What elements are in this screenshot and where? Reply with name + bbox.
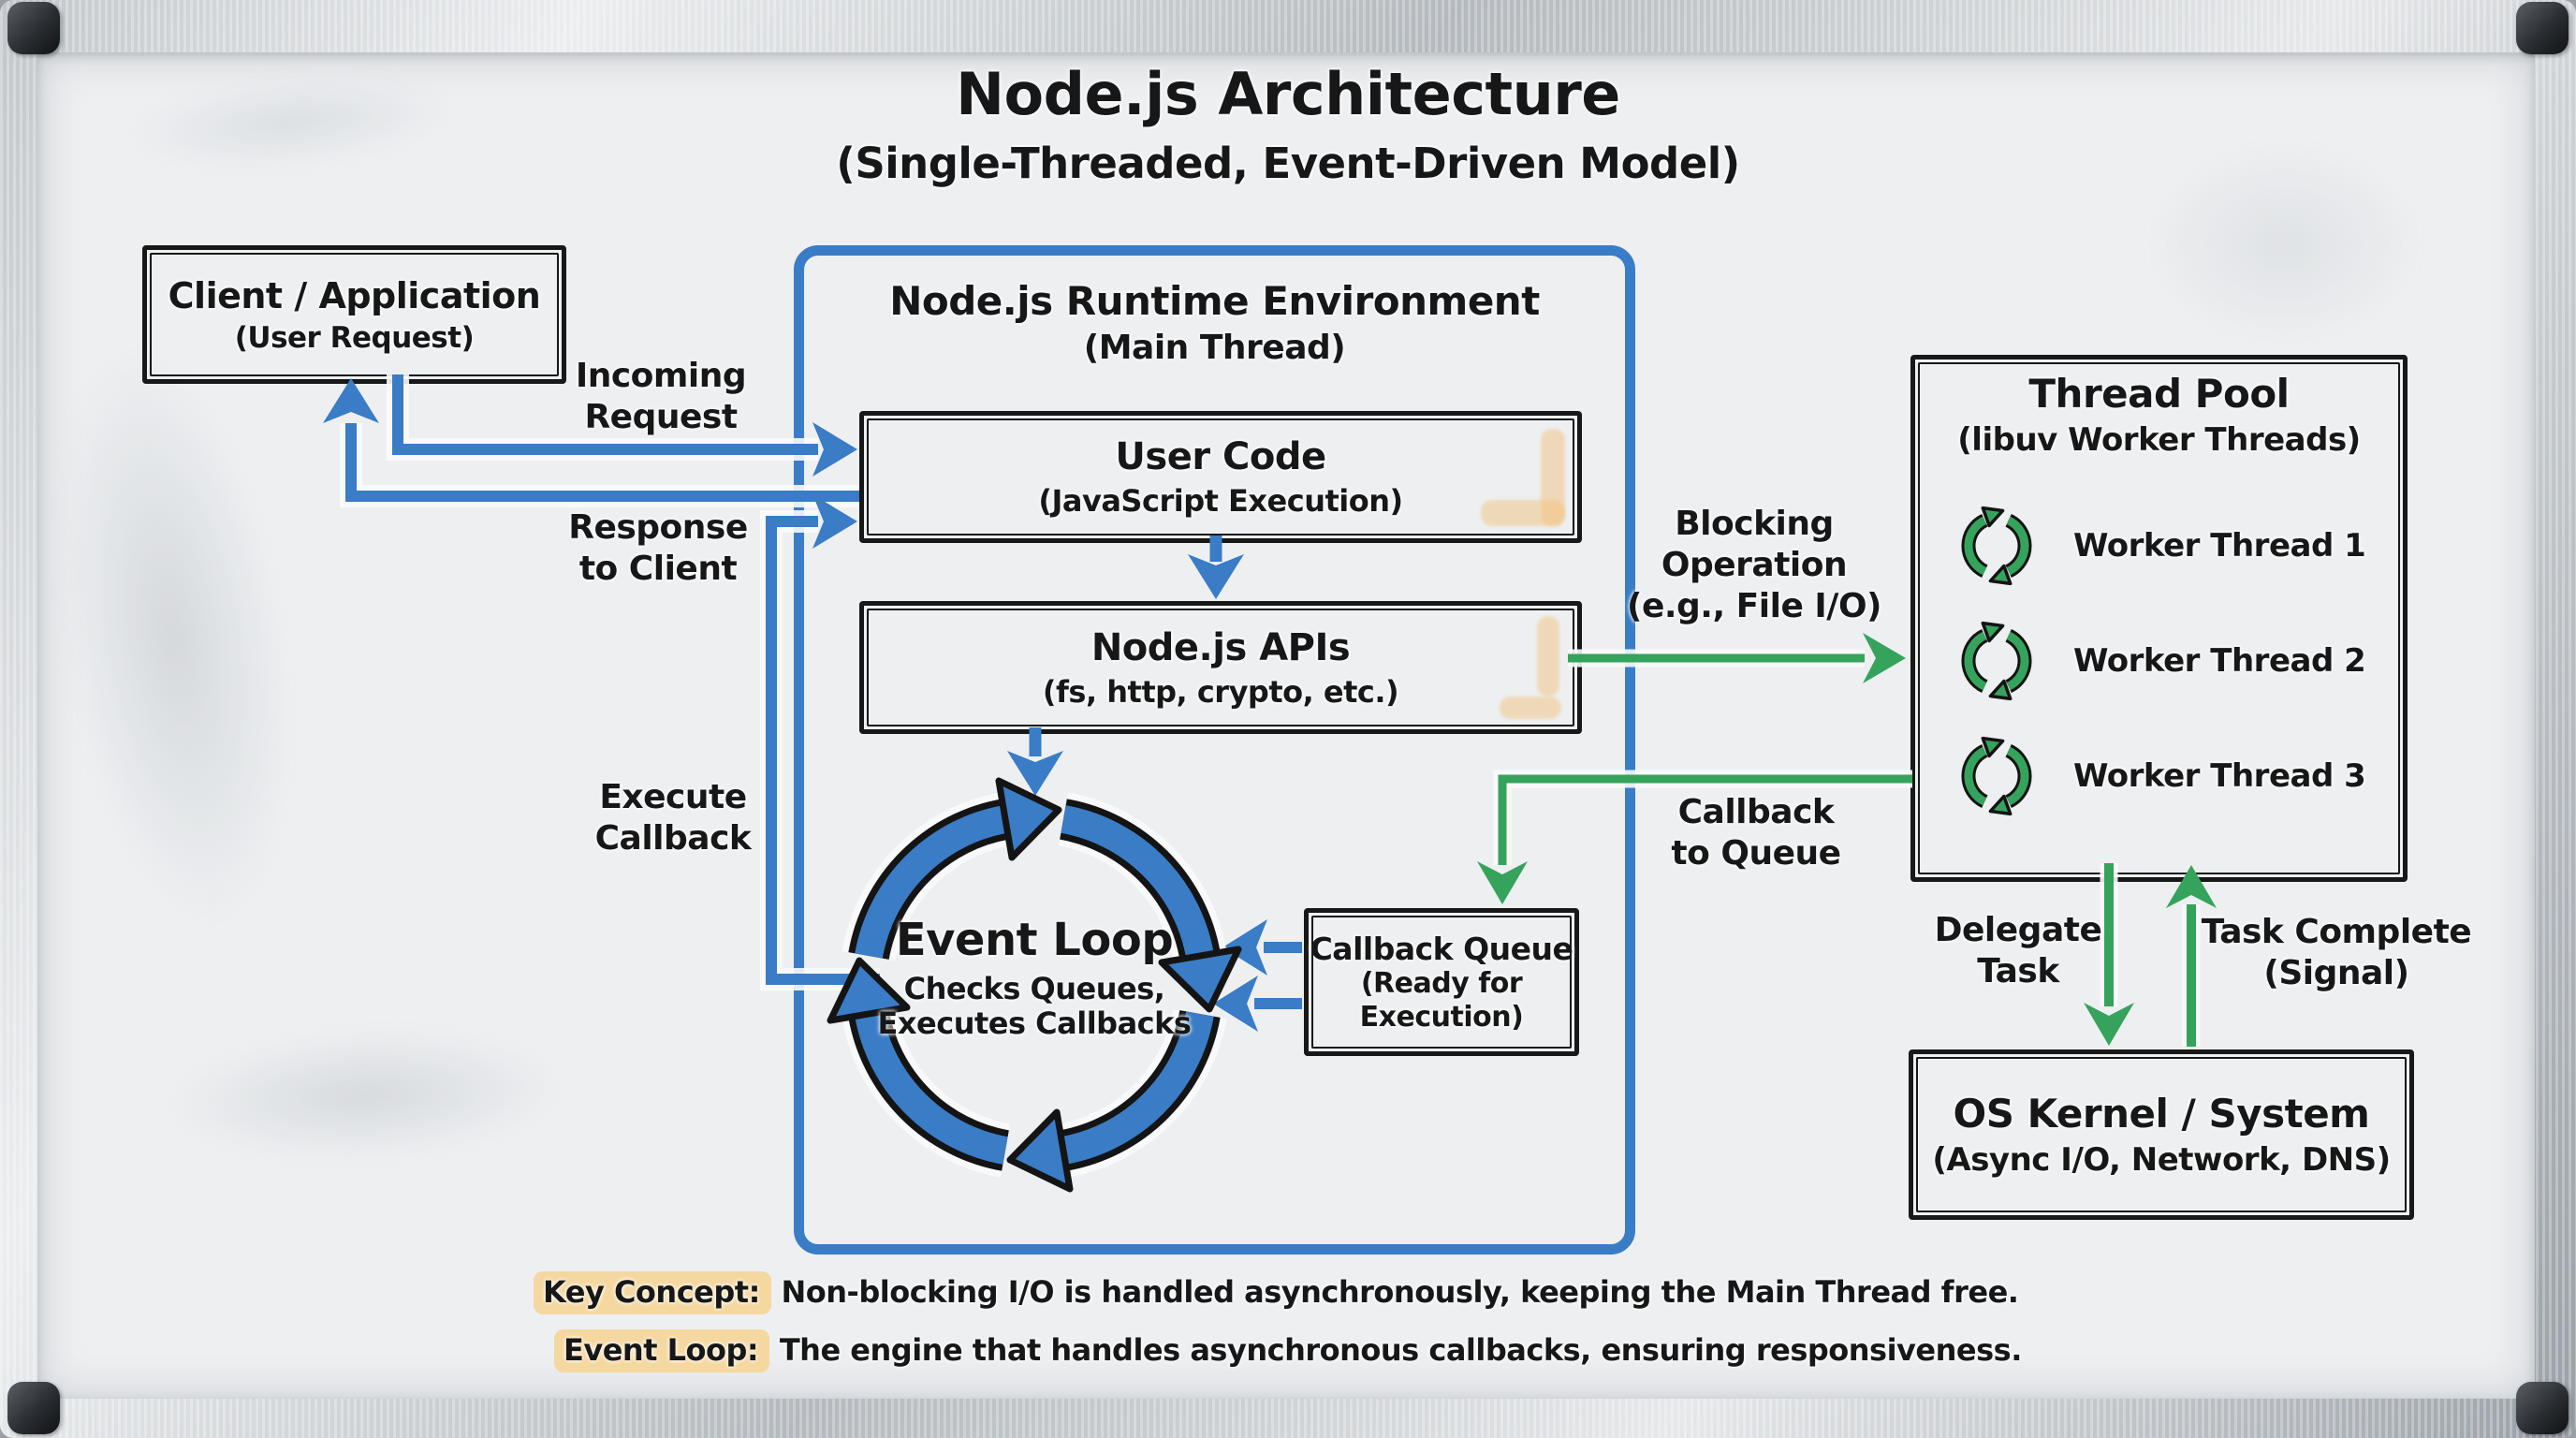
apis-box-title: Node.js APIs — [1090, 625, 1351, 669]
key-concept-text: Non-blocking I/O is handled asynchronous… — [770, 1274, 2019, 1310]
apis-box-subtitle: (fs, http, crypto, etc.) — [1042, 673, 1399, 710]
client-box-title: Client / Application — [168, 274, 541, 316]
event-loop-highlight: Event Loop: — [554, 1329, 770, 1372]
os-kernel-box: OS Kernel / System (Async I/O, Network, … — [1909, 1049, 2414, 1220]
callback-queue-line2: Execution) — [1359, 1000, 1524, 1034]
thread-pool-title: Thread Pool — [2028, 371, 2290, 417]
callback-to-queue-label: Callback to Queue — [1671, 793, 1841, 873]
runtime-box-title: Node.js Runtime Environment — [889, 278, 1540, 324]
client-box-subtitle: (User Request) — [234, 320, 475, 355]
marker-stain-apis-vertical — [1537, 616, 1559, 697]
runtime-box-subtitle: (Main Thread) — [1083, 329, 1346, 367]
marker-stain-usercode-horizontal — [1481, 500, 1565, 526]
os-kernel-subtitle: (Async I/O, Network, DNS) — [1932, 1141, 2391, 1179]
frame-corner-cap-bottom-right — [2516, 1382, 2569, 1434]
callback-queue-box: Callback Queue (Ready for Execution) — [1304, 908, 1579, 1056]
thread-pool-subtitle: (libuv Worker Threads) — [1957, 421, 2361, 459]
client-application-box: Client / Application (User Request) — [142, 245, 566, 384]
event-loop-title: Event Loop — [895, 914, 1174, 966]
worker-thread-1-label: Worker Thread 1 — [2073, 527, 2366, 565]
worker-thread-2-label: Worker Thread 2 — [2073, 642, 2366, 680]
user-code-box-subtitle: (JavaScript Execution) — [1038, 483, 1403, 519]
execute-callback-label: Execute Callback — [594, 778, 752, 858]
frame-corner-cap-top-right — [2516, 2, 2569, 54]
response-to-client-label: Response to Client — [568, 508, 748, 588]
runtime-environment-box: Node.js Runtime Environment (Main Thread… — [794, 245, 1635, 1255]
event-loop-line1: Checks Queues, — [903, 971, 1165, 1006]
thread-pool-box: Thread Pool (libuv Worker Threads) — [1910, 355, 2408, 882]
note-event-loop: Event Loop: The engine that handles asyn… — [554, 1329, 2022, 1372]
user-code-box: User Code (JavaScript Execution) — [859, 411, 1582, 543]
diagram-title: Node.js Architecture — [956, 60, 1620, 128]
event-loop-line2: Executes Callbacks — [877, 1005, 1192, 1042]
note-key-concept: Key Concept: Non-blocking I/O is handled… — [534, 1271, 2019, 1314]
event-loop-text: The engine that handles asynchronous cal… — [769, 1332, 2022, 1368]
frame-corner-cap-bottom-left — [7, 1382, 60, 1434]
os-kernel-title: OS Kernel / System — [1953, 1091, 2370, 1137]
incoming-request-label: Incoming Request — [575, 357, 747, 436]
delegate-task-label: Delegate Task — [1934, 911, 2102, 990]
diagram-subtitle: (Single-Threaded, Event-Driven Model) — [836, 139, 1740, 188]
key-concept-highlight: Key Concept: — [534, 1271, 771, 1314]
blocking-operation-label: Blocking Operation (e.g., File I/O) — [1626, 505, 1882, 625]
nodejs-apis-box: Node.js APIs (fs, http, crypto, etc.) — [859, 601, 1582, 734]
task-complete-label: Task Complete (Signal) — [2201, 913, 2472, 992]
event-loop-label: Event Loop Checks Queues, Executes Callb… — [824, 914, 1245, 1041]
callback-queue-line1: (Ready for — [1360, 967, 1523, 1000]
marker-stain-apis-horizontal — [1500, 697, 1561, 719]
frame-corner-cap-top-left — [7, 2, 60, 54]
user-code-box-title: User Code — [1115, 435, 1326, 478]
callback-queue-title: Callback Queue — [1310, 931, 1573, 967]
worker-thread-3-label: Worker Thread 3 — [2073, 757, 2366, 795]
